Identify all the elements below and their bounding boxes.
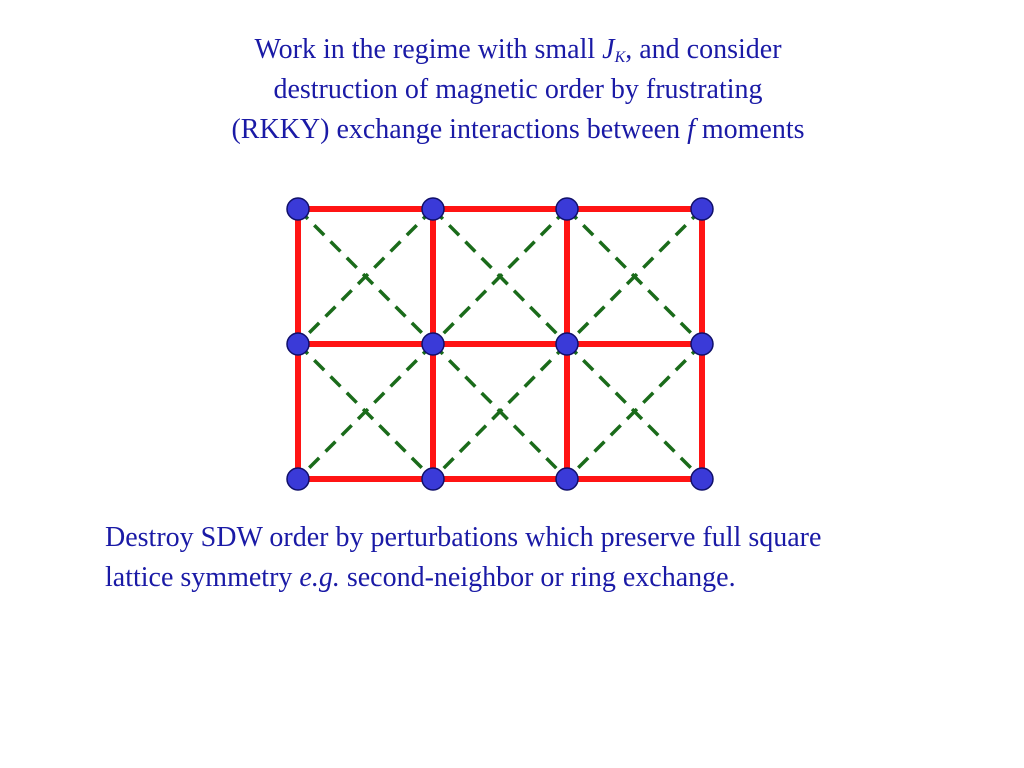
coupling-symbol: J bbox=[602, 34, 615, 65]
diagonal-bond bbox=[565, 207, 704, 346]
heading-line-3: (RKKY) exchange interactions between f m… bbox=[112, 110, 924, 150]
lattice-site bbox=[421, 467, 445, 491]
lattice-site bbox=[421, 332, 445, 356]
caption: Destroy SDW order by perturbations which… bbox=[105, 518, 1005, 598]
lattice-site bbox=[286, 467, 310, 491]
second-neighbor-bonds bbox=[296, 207, 704, 481]
diagonal-bond bbox=[296, 207, 435, 346]
caption-line-2: lattice symmetry e.g. second-neighbor or… bbox=[105, 558, 1005, 598]
diagonal-bond bbox=[565, 342, 704, 481]
heading-line-2: destruction of magnetic order by frustra… bbox=[273, 74, 763, 105]
lattice-site bbox=[286, 332, 310, 356]
diagonal-bond bbox=[296, 342, 435, 481]
nearest-neighbor-bonds bbox=[295, 206, 705, 482]
caption-text: lattice symmetry bbox=[105, 562, 300, 593]
lattice-site bbox=[555, 467, 579, 491]
diagonal-bond bbox=[431, 342, 569, 481]
heading-text: (RKKY) exchange interactions between bbox=[231, 114, 688, 145]
heading-text: , and consider bbox=[625, 34, 782, 65]
lattice-site bbox=[690, 197, 714, 221]
lattice-site bbox=[421, 197, 445, 221]
lattice-site bbox=[555, 332, 579, 356]
diagonal-bond bbox=[431, 207, 569, 346]
lattice-site bbox=[690, 332, 714, 356]
heading-text: moments bbox=[694, 114, 805, 145]
caption-line-1: Destroy SDW order by perturbations which… bbox=[105, 522, 822, 553]
moment-symbol: f bbox=[687, 114, 695, 145]
lattice-site bbox=[286, 197, 310, 221]
lattice-site bbox=[555, 197, 579, 221]
lattice-sites bbox=[286, 197, 714, 491]
heading: Work in the regime with small JK, and co… bbox=[112, 30, 924, 150]
lattice-site bbox=[690, 467, 714, 491]
caption-text: second-neighbor or ring exchange. bbox=[339, 562, 736, 593]
heading-line-1: Work in the regime with small JK, and co… bbox=[112, 30, 924, 70]
heading-text: Work in the regime with small bbox=[254, 34, 603, 65]
caption-example-abbrev: e.g. bbox=[299, 562, 340, 593]
coupling-subscript: K bbox=[614, 49, 626, 66]
